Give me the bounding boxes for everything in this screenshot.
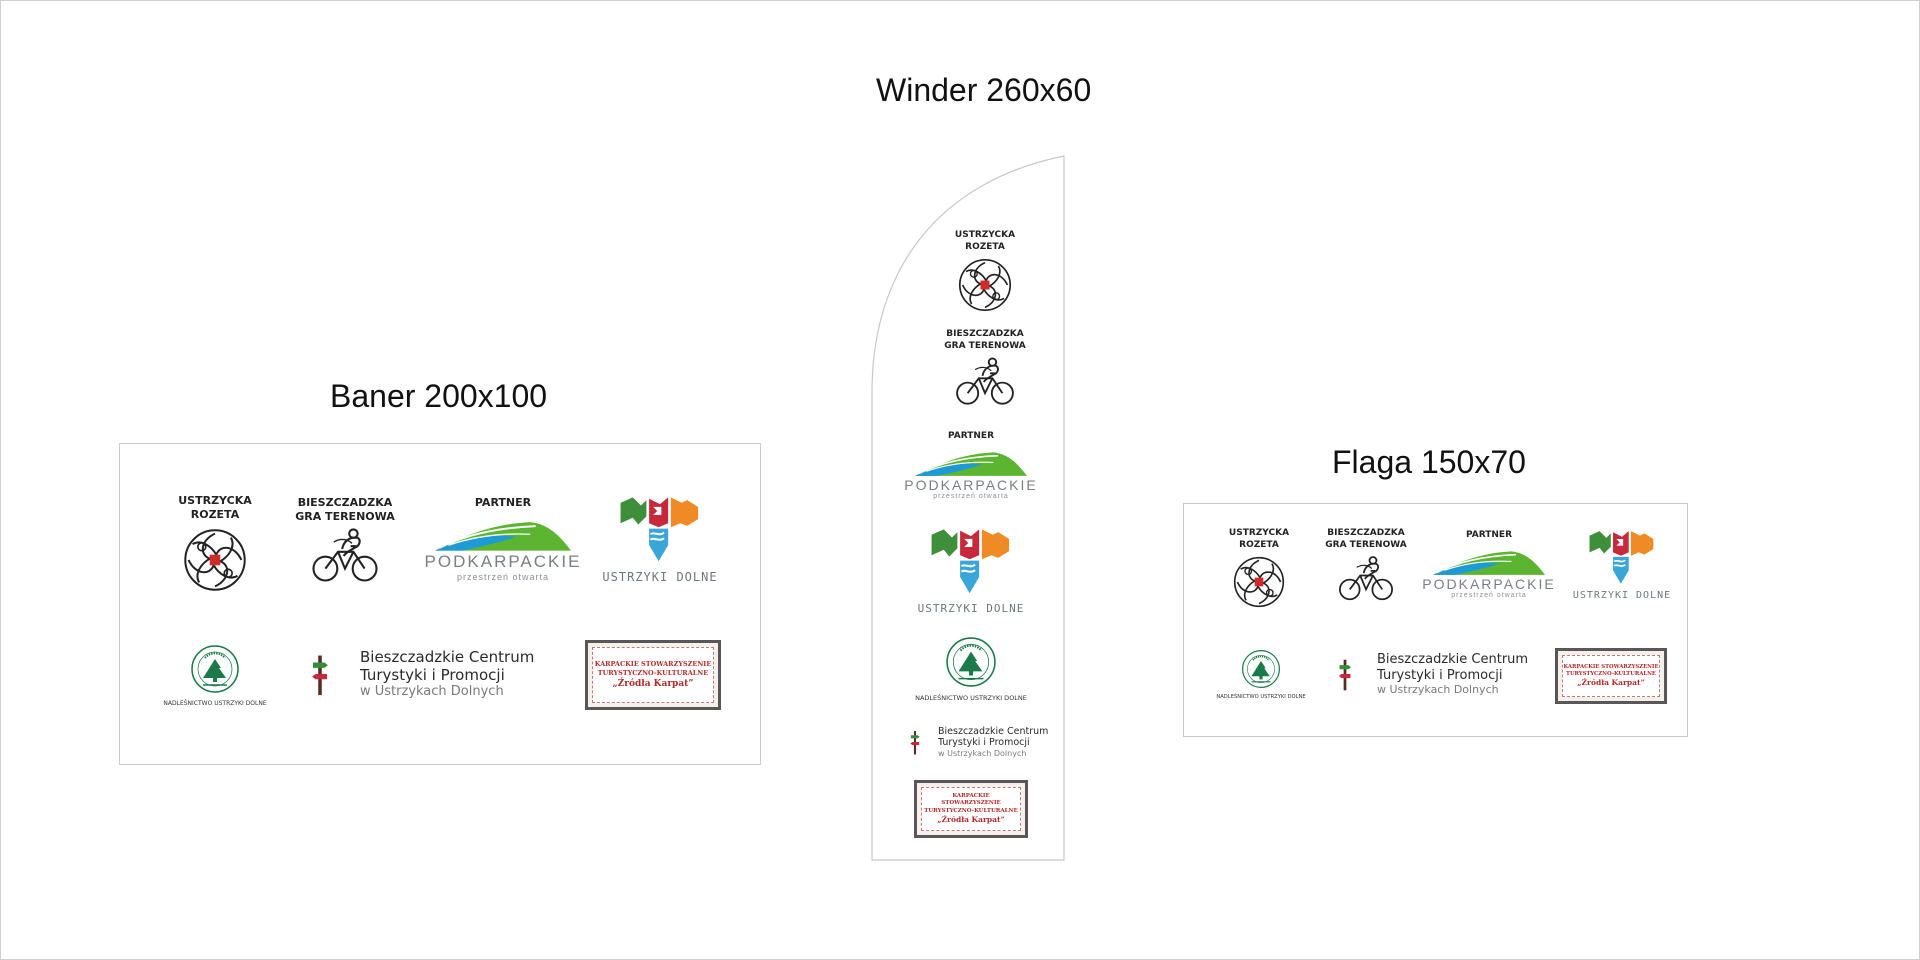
winder-cyclist-icon [954,356,1016,408]
flaga-ustrzyki-emblem-icon [1582,530,1662,586]
winder-karpackie-logo: KARPACKIE STOWARZYSZENIE TURYSTYCZNO-KUL… [914,780,1028,838]
winder-rosette-icon [957,257,1013,313]
winder-rozeta-logo: USTRZYCKA ROZETA [930,230,1040,313]
bct-line2: Turystyki i Promocji [360,666,505,684]
winder-gra-line1: BIESZCZADZKA [946,329,1024,339]
baner-title: Baner 200x100 [330,378,548,414]
winder-karpackie-line2: TURYSTYCZNO-KULTURALNE [924,807,1018,814]
flaga-bct-line3: w Ustrzykach Dolnych [1377,683,1499,697]
flaga-karpackie-line1: KARPACKIE STOWARZYSZENIE [1563,663,1659,670]
rosette-icon [182,527,248,593]
flaga-karpackie-line3: „Źródła Karpat” [1577,678,1645,688]
winder-rozeta-line2: ROZETA [965,241,1005,252]
flaga-partner-logo: PARTNER PODKARPACKIE przestrzeń otwarta [1416,530,1562,599]
flaga-rozeta-line2: ROZETA [1239,539,1279,550]
winder-podkarpackie-name: PODKARPACKIE [904,476,1038,493]
winder-karpackie-line1: KARPACKIE STOWARZYSZENIE [941,792,1001,807]
flaga-podkarpackie-tagline: przestrzeń otwarta [1451,591,1527,599]
partner-label: PARTNER [474,496,532,509]
rozeta-line2: ROZETA [190,508,240,522]
flaga-lasy-name: NADLEŚNICTWO USTRZYKI DOLNE [1216,694,1306,700]
signpost-icon [302,652,338,696]
ustrzyki-logo: USTRZYKI DOLNE [600,496,720,584]
flaga-karpackie-line2: TURYSTYCZNO-KULTURALNE [1566,670,1656,677]
winder-bct-line2: Turystyki i Promocji [938,737,1030,749]
winder-podkarpackie-tagline: przestrzeń otwarta [933,492,1009,500]
winder-gra-line2: GRA TERENOWA [944,340,1026,351]
flaga-rosette-icon [1232,555,1286,609]
bct-line3: w Ustrzykach Dolnych [360,684,504,699]
winder-bct-line3: w Ustrzykach Dolnych [938,748,1027,758]
ustrzyki-name: USTRZYKI DOLNE [602,570,718,584]
winder-ustrzyki-logo: USTRZYKI DOLNE [910,528,1032,615]
flaga-rozeta-line1: USTRZYCKA [1228,528,1290,538]
flaga-podkarpackie-name: PODKARPACKIE [1422,575,1556,592]
baner-panel: USTRZYCKA ROZETA BIESZCZADZKA GRA TERENO… [119,443,761,765]
winder-signpost-icon [906,729,924,755]
rozeta-logo: USTRZYCKA ROZETA [170,494,260,593]
winder-partner-logo: PARTNER PODKARPACKIE przestrzeń otwarta [900,431,1042,500]
flaga-bct-logo: Bieszczadzkie Centrum Turystyki i Promoc… [1377,652,1528,696]
flaga-title: Flaga 150x70 [1332,444,1526,480]
winder-bct-line1: Bieszczadzkie Centrum [938,726,1049,737]
flaga-cyclist-icon [1337,555,1395,603]
flaga-lasy-logo: NADLEŚNICTWO USTRZYKI DOLNE [1206,649,1316,700]
flaga-gra-line1: BIESZCZADZKA [1327,528,1405,538]
podkarpackie-name: PODKARPACKIE [424,552,582,572]
lasy-logo: NADLEŚNICTWO USTRZYKI DOLNE [150,644,280,707]
podkarpackie-tagline: przestrzeń otwarta [456,572,550,583]
winder-gra-logo: BIESZCZADZKA GRA TERENOWA [925,329,1045,408]
winder-partner-label: PARTNER [947,431,994,441]
ustrzyki-emblem-icon [612,496,708,564]
gra-logo: BIESZCZADZKA GRA TERENOWA [290,496,400,585]
bct-logo: Bieszczadzkie Centrum Turystyki i Promoc… [360,648,534,700]
flaga-gra-line2: GRA TERENOWA [1325,539,1407,550]
rozeta-line1: USTRZYCKA [178,494,252,507]
winder-ustrzyki-emblem-icon [923,528,1019,596]
winder-ustrzyki-name: USTRZYKI DOLNE [917,602,1025,615]
winder-hills-icon [912,449,1030,477]
winder-bct-logo: Bieszczadzkie Centrum Turystyki i Promoc… [938,726,1048,758]
winder-lasy-name: NADLEŚNICTWO USTRZYKI DOLNE [915,694,1027,702]
flaga-panel: USTRZYCKA ROZETA BIESZCZADZKA GRA TERENO… [1183,503,1688,737]
cyclist-icon [310,527,380,585]
flaga-partner-label: PARTNER [1465,530,1512,540]
tree-emblem-icon [190,644,240,694]
flaga-signpost-icon [1332,657,1358,691]
flaga-hills-icon [1430,548,1548,576]
karpackie-line3: „Źródła Karpat” [612,678,694,689]
winder-karpackie-line3: „Źródła Karpat” [937,815,1005,825]
karpackie-line2: TURYSTYCZNO-KULTURALNE [597,668,709,677]
karpackie-logo: KARPACKIE STOWARZYSZENIE TURYSTYCZNO-KUL… [585,640,721,710]
flaga-tree-emblem-icon [1241,649,1281,689]
winder-rozeta-line1: USTRZYCKA [954,230,1016,240]
flaga-ustrzyki-logo: USTRZYKI DOLNE [1569,530,1675,601]
flaga-bct-line1: Bieszczadzkie Centrum [1377,652,1529,667]
hills-icon [433,518,573,552]
karpackie-line1: KARPACKIE STOWARZYSZENIE [594,660,712,669]
flaga-rozeta-logo: USTRZYCKA ROZETA [1219,528,1299,609]
flaga-gra-logo: BIESZCZADZKA GRA TERENOWA [1316,528,1416,603]
winder-title: Winder 260x60 [876,72,1092,108]
winder-lasy-logo: NADLEŚNICTWO USTRZYKI DOLNE [906,636,1036,702]
flaga-ustrzyki-name: USTRZYKI DOLNE [1572,590,1672,601]
winder-tree-emblem-icon [945,636,997,688]
winder-shape [871,155,1065,861]
lasy-name: NADLEŚNICTWO USTRZYKI DOLNE [163,700,267,707]
bct-line1: Bieszczadzkie Centrum [360,648,535,666]
flaga-karpackie-logo: KARPACKIE STOWARZYSZENIE TURYSTYCZNO-KUL… [1555,648,1667,704]
partner-logo: PARTNER PODKARPACKIE przestrzeń otwarta [418,496,588,582]
flaga-bct-line2: Turystyki i Promocji [1377,667,1503,683]
gra-line1: BIESZCZADZKA [297,496,393,509]
gra-line2: GRA TERENOWA [295,510,395,524]
